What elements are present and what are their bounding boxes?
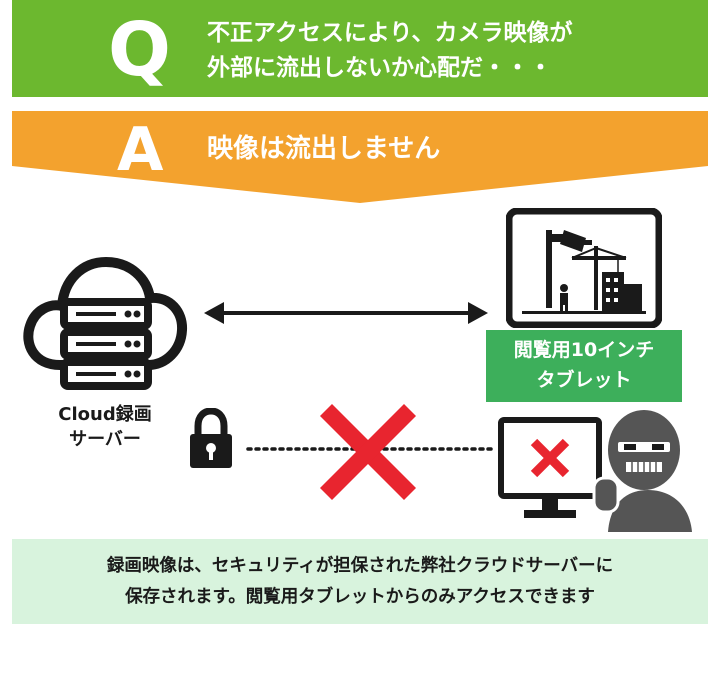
cloud-server-label-line1: Cloud録画	[58, 404, 152, 425]
question-mark-letter: Q	[108, 7, 171, 93]
note-text: 録画映像は、セキュリティが担保された弊社クラウドサーバーに 保存されます。閲覧用…	[12, 551, 708, 613]
double-arrow-icon	[204, 302, 488, 324]
question-text-line2: 外部に流出しないか心配だ・・・	[207, 55, 552, 81]
tablet-label-box	[486, 330, 682, 402]
question-text-line1: 不正アクセスにより、カメラ映像が	[207, 20, 573, 46]
note-box	[12, 539, 708, 624]
tablet-label-line2: タブレット	[536, 369, 632, 391]
lock-icon	[190, 408, 232, 468]
answer-text: 映像は流出しません	[207, 134, 441, 164]
note-line1: 録画映像は、セキュリティが担保された弊社クラウドサーバーに	[106, 556, 614, 576]
tablet-label: 閲覧用10インチ タブレット	[486, 335, 682, 395]
question-banner	[12, 0, 708, 97]
answer-banner	[12, 111, 708, 203]
tablet-label-line1: 閲覧用10インチ	[513, 339, 655, 361]
answer-letter: A	[117, 115, 164, 185]
note-line2: 保存されます。閲覧用タブレットからのみアクセスできます	[125, 587, 595, 607]
cloud-server-label-line2: サーバー	[69, 429, 141, 450]
blocked-cross-icon	[319, 403, 417, 501]
tablet-camera-icon	[506, 208, 662, 328]
cloud-server-label: Cloud録画 サーバー	[30, 402, 180, 452]
cloud-server-icon	[23, 257, 187, 390]
hacker-monitor-icon	[498, 410, 692, 532]
